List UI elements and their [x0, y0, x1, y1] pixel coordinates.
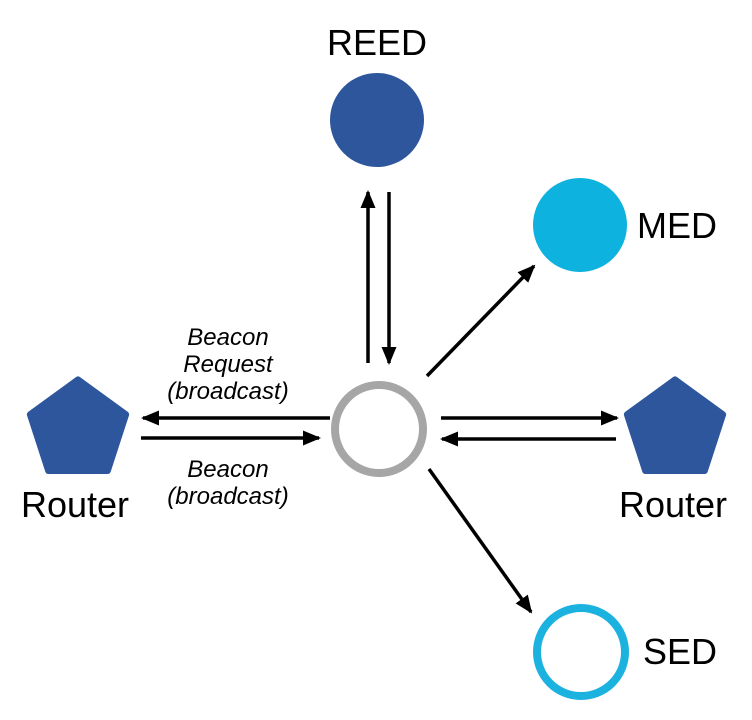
edge-joiner-router-left — [141, 410, 330, 446]
med-node — [533, 178, 627, 272]
router-right-label: Router — [619, 484, 727, 525]
router-left-label: Router — [21, 484, 129, 525]
med-label: MED — [637, 205, 717, 246]
router-left-node — [26, 376, 130, 474]
sed-label: SED — [643, 631, 717, 672]
beacon-request-annotation: Beacon Request (broadcast) — [167, 324, 288, 405]
reed-label: REED — [327, 22, 427, 63]
edge-joiner-reed — [360, 190, 397, 365]
joiner-node — [331, 381, 427, 477]
edge-joiner-router-right — [440, 410, 619, 447]
beacon-request-line1: Beacon — [187, 324, 268, 351]
edge-joiner-sed — [427, 467, 533, 614]
beacon-annotation: Beacon (broadcast) — [167, 456, 288, 510]
edge-joiner-med — [425, 264, 536, 378]
beacon-request-line3: (broadcast) — [167, 378, 288, 405]
arrow-to-med — [425, 264, 536, 378]
beacon-request-line2: Request — [183, 351, 274, 378]
reed-node — [330, 73, 424, 167]
router-right-node — [623, 376, 727, 474]
arrow-to-sed — [427, 467, 533, 614]
beacon-line1: Beacon — [187, 456, 268, 483]
beacon-line2: (broadcast) — [167, 483, 288, 510]
sed-node — [533, 604, 629, 700]
